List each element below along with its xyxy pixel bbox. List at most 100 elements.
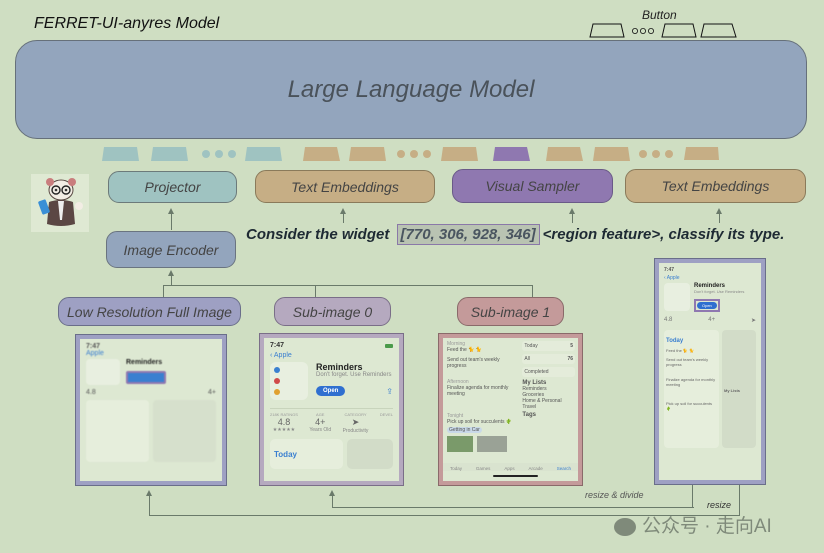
- arrow-line: [343, 213, 344, 223]
- task-item: Pick up soil for succulents 🌵: [666, 401, 713, 411]
- resize-line: [149, 495, 150, 515]
- full-screenshot: 7:47 ‹ Apple Reminders Don't forget. Use…: [654, 258, 766, 485]
- projector-module: Projector: [108, 171, 237, 203]
- open-button[interactable]: Open: [316, 386, 346, 396]
- age-sub: Years Old: [309, 427, 332, 433]
- task-item: Finalize agenda for monthly meeting: [447, 385, 509, 397]
- diagram-title: FERRET-UI-anyres Model: [34, 15, 220, 32]
- divide-line: [332, 507, 694, 508]
- visual-sampler-label: Visual Sampler: [485, 178, 580, 194]
- my-lists-heading: My Lists: [724, 388, 741, 393]
- text-embeddings-module-2: Text Embeddings: [625, 169, 806, 203]
- task-item: Pick up soil for succulents 🌵: [447, 419, 513, 425]
- low-res-label: Low Resolution Full Image: [67, 303, 232, 320]
- low-res-image-label-pill: Low Resolution Full Image: [58, 297, 241, 326]
- large-language-model-block: Large Language Model: [15, 40, 807, 139]
- ellipsis-dot: [397, 150, 405, 158]
- back-link: ‹ Apple: [664, 275, 680, 281]
- tab-search[interactable]: Search: [556, 466, 571, 471]
- sub-image-1-label-pill: Sub-image 1: [457, 297, 564, 326]
- dot-icon: [632, 28, 639, 34]
- tree-branch: [315, 285, 316, 297]
- app-icon: [86, 359, 120, 385]
- task-item: Send out team's weekly progress: [666, 357, 709, 367]
- screenshot-preview: Today: [270, 439, 343, 469]
- age-value: 4+: [708, 317, 716, 323]
- button-legend-icons: [589, 23, 737, 38]
- visual-token: [493, 147, 530, 161]
- share-icon[interactable]: ⇪: [386, 386, 393, 396]
- open-button-highlight: [126, 371, 166, 384]
- projector-token: [151, 147, 188, 161]
- token-row: [0, 146, 824, 166]
- text-token: [349, 147, 386, 161]
- watermark: 公众号 · 走向AI: [614, 511, 772, 538]
- divide-line: [692, 485, 693, 507]
- resize-line: [149, 515, 709, 516]
- app-name: Reminders: [126, 359, 163, 366]
- text-token: [684, 147, 719, 160]
- llm-label: Large Language Model: [287, 75, 535, 103]
- rating-value: 4.8: [277, 417, 291, 427]
- paper-plane-icon: ➤: [750, 318, 756, 324]
- back-link: Apple: [86, 350, 104, 357]
- tab-apps[interactable]: Apps: [504, 466, 515, 471]
- status-time: 7:47: [270, 342, 285, 349]
- developer-label: DEVEL: [379, 412, 393, 417]
- sub-image-0: 7:47 ‹ Apple Reminders Don't forget. Use…: [259, 333, 404, 486]
- sub-image-1: Morning Feed the 🐈 🐈 Send out team's wee…: [438, 333, 583, 486]
- arrow-up-icon: [146, 490, 152, 496]
- text-token: [303, 147, 340, 161]
- tags-heading: Tags: [522, 412, 536, 418]
- category-label: CATEGORY: [344, 412, 367, 417]
- button-trapezoid-icon: [589, 23, 625, 38]
- succulent-photo: [447, 436, 473, 452]
- screenshot-preview: [347, 439, 393, 469]
- count-all: 76: [567, 356, 573, 362]
- tree-branch: [532, 285, 533, 297]
- visual-sampler-module: Visual Sampler: [452, 169, 613, 203]
- ellipsis-dot: [215, 150, 223, 158]
- ellipsis-dot: [665, 150, 673, 158]
- section-morning: Morning: [447, 341, 466, 347]
- back-link: ‹ Apple: [270, 352, 292, 359]
- resize-line: [739, 485, 740, 515]
- reminders-app-icon: [270, 362, 308, 400]
- projector-token: [245, 147, 282, 161]
- image-encoder-module: Image Encoder: [106, 231, 236, 268]
- divide-line: [332, 495, 333, 507]
- location-chip: Getting in Car: [447, 427, 482, 433]
- encoder-to-projector-line: [171, 213, 172, 230]
- list-item: Groceries: [522, 392, 545, 398]
- app-name: Reminders: [316, 362, 363, 372]
- text-embeddings-label: Text Embeddings: [661, 178, 770, 194]
- ferret-mascot-image: [31, 174, 89, 232]
- tokens-svg: [102, 147, 719, 161]
- sub-image-1-label: Sub-image 1: [470, 303, 551, 320]
- resize-line: [709, 515, 740, 516]
- status-time: 7:47: [664, 267, 675, 273]
- task-item: Finalize agenda for monthly meeting: [666, 377, 716, 387]
- smart-list-completed: Completed: [522, 367, 575, 377]
- text-token: [441, 147, 478, 161]
- smart-list-all: All: [524, 356, 530, 362]
- ellipsis-dot: [423, 150, 431, 158]
- tab-arcade[interactable]: Arcade: [528, 466, 543, 471]
- resize-label: resize: [707, 500, 732, 510]
- list-item: Travel: [522, 404, 537, 410]
- tab-games[interactable]: Games: [475, 466, 491, 471]
- low-res-full-image: 7:47 Apple Reminders 4.8 4+: [75, 334, 227, 486]
- text-token: [593, 147, 630, 161]
- age: 4+: [208, 389, 216, 396]
- paper-plane-icon: ➤: [351, 417, 360, 427]
- ellipsis-dot: [652, 150, 660, 158]
- tab-today[interactable]: Today: [449, 466, 462, 471]
- open-button-highlighted[interactable]: Open: [697, 302, 717, 309]
- screenshot-preview: [86, 400, 149, 462]
- rating-stars: ★★★★★: [272, 427, 296, 433]
- age-value: 4+: [315, 417, 326, 427]
- app-icon: [664, 283, 690, 311]
- resize-divide-label: resize & divide: [585, 490, 644, 500]
- ellipsis-dot: [202, 150, 210, 158]
- my-lists-heading: My Lists: [522, 380, 547, 386]
